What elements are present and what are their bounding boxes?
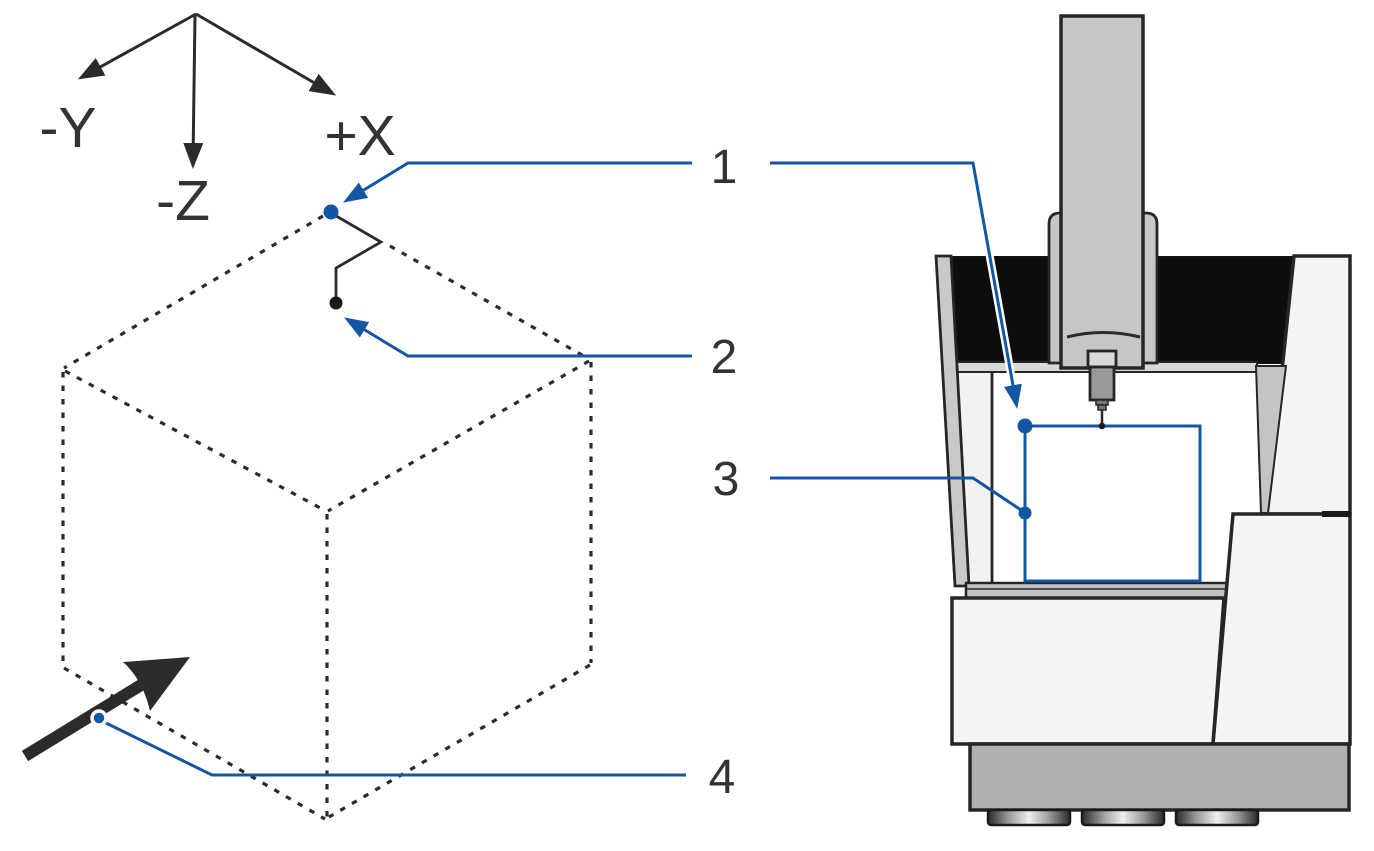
right-tower bbox=[1211, 512, 1352, 746]
stylus-shank bbox=[1097, 404, 1107, 411]
callout-point-1-machine bbox=[1017, 418, 1033, 434]
axis-arrow-neg-z bbox=[183, 13, 204, 169]
leader-line-1-left bbox=[343, 161, 692, 203]
measuring-volume-cube bbox=[61, 211, 593, 821]
leader-line-4 bbox=[103, 720, 686, 777]
leveling-feet bbox=[986, 808, 1260, 827]
z-column-ram bbox=[1059, 14, 1145, 370]
callout-label-3: 3 bbox=[713, 453, 740, 506]
axis-arrow-pos-x bbox=[195, 12, 337, 96]
callout-point-2-cube bbox=[329, 296, 343, 310]
leader-lines-left bbox=[103, 161, 692, 777]
leader-line-1-right bbox=[770, 161, 1022, 409]
edge-break-symbol bbox=[330, 211, 384, 301]
probing-direction-arrow-icon bbox=[21, 657, 190, 762]
cmm-machine-illustration bbox=[934, 14, 1352, 827]
cube-edge-right-to-front bbox=[327, 359, 590, 513]
callout-numbers: 1 2 3 4 bbox=[709, 141, 740, 804]
cube-edge-top-left bbox=[63, 214, 324, 370]
ram-sleeve-curve bbox=[1066, 331, 1141, 339]
probe-mount bbox=[1086, 349, 1118, 369]
leader-line-3 bbox=[770, 476, 1022, 512]
machine-base-front bbox=[950, 596, 1226, 746]
cube-edge-top-right bbox=[389, 244, 590, 361]
axis-label-pos-x: +X bbox=[324, 104, 395, 168]
cube-edge-bottom-right bbox=[328, 663, 591, 819]
stylus-tip-ball bbox=[1098, 422, 1106, 430]
axis-label-neg-y: -Y bbox=[40, 96, 97, 160]
cube-edge-left-to-front bbox=[64, 369, 327, 513]
leader-line-2 bbox=[344, 317, 692, 358]
axis-arrow-neg-y bbox=[77, 12, 197, 80]
leveling-foot bbox=[1174, 808, 1260, 827]
callout-point-3-machine bbox=[1018, 506, 1032, 520]
measuring-range-box bbox=[1023, 424, 1202, 583]
callout-point-4-arrow bbox=[90, 709, 108, 727]
axis-indicator: -Y -Z +X bbox=[40, 12, 396, 233]
leveling-foot bbox=[1080, 808, 1166, 827]
callout-label-1: 1 bbox=[711, 141, 738, 194]
machine-table bbox=[964, 581, 1229, 600]
leveling-foot bbox=[986, 808, 1072, 827]
callout-label-2: 2 bbox=[711, 331, 738, 384]
callout-point-1-cube bbox=[323, 204, 339, 220]
probe-head bbox=[1088, 365, 1116, 402]
arrow-head bbox=[123, 657, 190, 711]
arrow-shaft bbox=[21, 676, 150, 762]
callout-label-4: 4 bbox=[709, 751, 736, 804]
machine-plinth bbox=[968, 742, 1351, 812]
leader-lines-right bbox=[770, 161, 1022, 512]
cube-edge-bottom-left bbox=[63, 666, 326, 821]
axis-label-neg-z: -Z bbox=[156, 169, 210, 233]
